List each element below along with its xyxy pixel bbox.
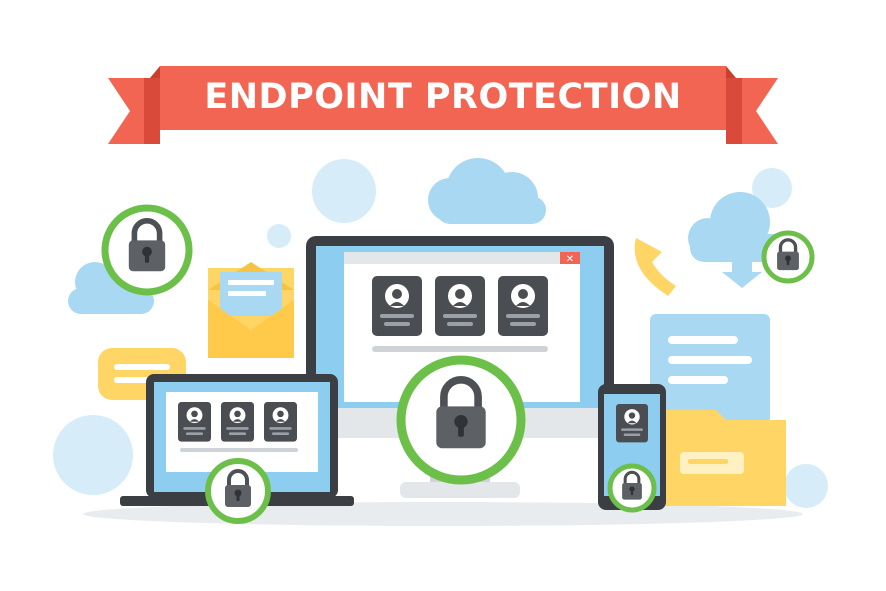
bg-bubble: [752, 168, 792, 208]
cloud-icon: [428, 158, 546, 224]
bg-bubble: [784, 464, 828, 508]
close-icon: ✕: [566, 254, 574, 265]
padlock-icon: [761, 230, 815, 284]
folder-icon: [664, 410, 786, 506]
bg-bubble: [312, 159, 376, 223]
document-icon: [650, 314, 770, 424]
envelope-icon: [208, 262, 294, 358]
padlock-icon: [607, 463, 657, 513]
phone-handset-icon: [634, 238, 676, 296]
padlock-icon: [205, 458, 271, 524]
bg-bubble: [53, 415, 133, 495]
banner-title: ENDPOINT PROTECTION: [204, 77, 682, 117]
padlock-icon: [396, 355, 526, 485]
title-banner: [108, 66, 778, 144]
bg-bubble: [267, 224, 291, 248]
cloud-icon: [688, 192, 790, 288]
laptop: [120, 374, 354, 506]
padlock-icon: [101, 204, 193, 296]
